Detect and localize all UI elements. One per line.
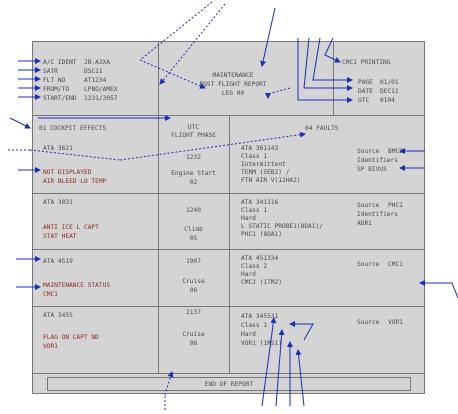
row-4-fault-class: Class 1: [241, 322, 268, 329]
cmc-printing-label: CMC1 PRINTING: [342, 59, 391, 66]
row-3-phase-code: 06: [189, 287, 198, 294]
row-4-fault-type: Hard: [241, 331, 256, 338]
page-value: 01/01: [380, 79, 399, 86]
row-1-fault-type: Intermittent: [241, 161, 286, 168]
row-3-phase: Cruise: [182, 278, 205, 285]
row-4-source-value: VOR1: [388, 319, 403, 326]
row-1-identifiers-value: SP BIVUS: [357, 166, 387, 173]
row-2-fault-line-2: PHC1 (8DA1): [241, 231, 282, 238]
row-1-utc: 1232: [186, 154, 201, 161]
row-3-desc-1: MAINTENANCE STATUS: [43, 282, 111, 289]
row-2-identifiers-label: Identifiers: [357, 211, 398, 218]
row-4-fault-ata: ATA 345531: [241, 313, 279, 320]
row-4-phase-code: 06: [189, 340, 198, 347]
row-2-identifiers-value: ADR1: [357, 220, 372, 227]
arrow-cockpit-effects: [9, 117, 31, 129]
row-divider-3: [33, 306, 424, 307]
header-label-from-to: FROM/TO: [43, 86, 70, 93]
row-4-desc-2: VOR1: [43, 343, 58, 350]
faults-title: 04 FAULTS: [305, 125, 339, 132]
row-2-source-value: PHC1: [388, 202, 403, 209]
row-1-desc-2: AIR BLEED LO TEMP: [43, 178, 107, 185]
header-column-divider-1: [158, 42, 159, 115]
utc-column-left-divider: [158, 115, 159, 373]
row-1-identifiers-label: Identifiers: [357, 157, 398, 164]
flight-phase-column-title: FLIGHT PHASE: [171, 132, 216, 139]
row-3-fault-class: Class 2: [241, 263, 268, 270]
row-2-fault-class: Class 1: [241, 207, 268, 214]
row-1-phase-code: 02: [189, 179, 198, 186]
utc-column-title: UTC: [187, 124, 200, 131]
date-value: DEC11: [380, 88, 399, 95]
footer-divider: [33, 373, 424, 374]
row-divider-1: [33, 193, 424, 194]
row-1-source-value: BMC2: [388, 148, 403, 155]
row-1-fault-class: Class 1: [241, 153, 268, 160]
row-3-fault-ata: ATA 451334: [241, 255, 279, 262]
row-1-fault-line-1: TERM (SEB2) /: [241, 169, 290, 176]
header-value-from-to: LPBO/AMEX: [84, 86, 118, 93]
row-4-desc-1: FLAG ON CAPT ND: [43, 334, 99, 341]
row-2-desc-1: ANTI ICE L CAPT: [43, 224, 99, 231]
header-value-satr: DSC11: [84, 68, 103, 75]
row-4-phase: Cruise: [182, 331, 205, 338]
arrow-source-cmc1: [419, 280, 458, 299]
header-value-start-end: 1231/3057: [84, 95, 118, 102]
row-3-ata: ATA 4519: [43, 258, 73, 265]
post-flight-report: A/C IDENT JB-A3XA SATR DSC11 FLT NO AT12…: [32, 41, 425, 394]
row-divider-2: [33, 249, 424, 250]
row-3-fault-type: Hard: [241, 271, 256, 278]
header-column-divider-2: [333, 42, 334, 115]
row-3-desc-2: CMC1: [43, 291, 58, 298]
row-3-source-label: Source: [357, 261, 380, 268]
row-2-fault-ata: ATA 341116: [241, 199, 279, 206]
header-value-flt-no: AT1234: [84, 77, 107, 84]
report-title-line-3: LEG 00: [221, 90, 245, 97]
row-4-ata: ATA 3455: [43, 312, 73, 319]
row-4-source-label: Source: [357, 319, 380, 326]
row-3-source-value: CMC1: [388, 261, 403, 268]
header-divider: [33, 115, 424, 116]
report-title-line-2: POST FLIGHT REPORT: [199, 81, 267, 88]
row-1-source-label: Source: [357, 148, 380, 155]
row-2-source-label: Source: [357, 202, 380, 209]
report-title-line-1: MAINTENANCE: [212, 72, 254, 79]
footer-box: END OF REPORT: [47, 377, 411, 391]
row-1-fault-line-2: FTN AIR V(12HA2): [241, 177, 301, 184]
row-3-utc: 1907: [186, 258, 201, 265]
row-1-phase: Engine Start: [171, 170, 216, 177]
row-2-phase-code: 05: [189, 235, 198, 242]
utc-value: 0104: [380, 97, 395, 104]
row-1-ata: ATA 3621: [43, 145, 73, 152]
header-label-satr: SATR: [43, 68, 58, 75]
date-label: DATE: [358, 88, 373, 95]
utc-column-right-divider: [229, 115, 230, 373]
row-1-desc-1: NOT DISPLAYED: [43, 169, 92, 176]
page-label: PAGE: [358, 79, 373, 86]
row-2-desc-2: STAT HEAT: [43, 233, 77, 240]
header-value-ac-ident: JB-A3XA: [84, 59, 111, 66]
header-label-start-end: START/END: [43, 95, 77, 102]
header-label-flt-no: FLT NO: [43, 77, 66, 84]
row-4-utc: 2137: [186, 309, 201, 316]
row-1-fault-ata: ATA 361143: [241, 145, 279, 152]
utc-label: UTC: [358, 97, 370, 104]
row-2-ata: ATA 3031: [43, 199, 73, 206]
header-label-ac-ident: A/C IDENT: [43, 59, 77, 66]
cockpit-effects-title: 01 COCKPIT EFFECTS: [39, 125, 107, 132]
row-2-fault-line-1: L STATIC PROBE1(8DA1)/: [241, 223, 323, 230]
row-2-fault-type: Hard: [241, 215, 256, 222]
end-of-report: END OF REPORT: [204, 381, 254, 388]
row-4-fault-line-1: VOR1 (1RS1): [241, 340, 282, 347]
row-3-fault-line-1: CMC2 (1TM2): [241, 279, 282, 286]
row-2-phase: Climb: [184, 226, 203, 233]
row-2-utc: 1240: [186, 207, 201, 214]
